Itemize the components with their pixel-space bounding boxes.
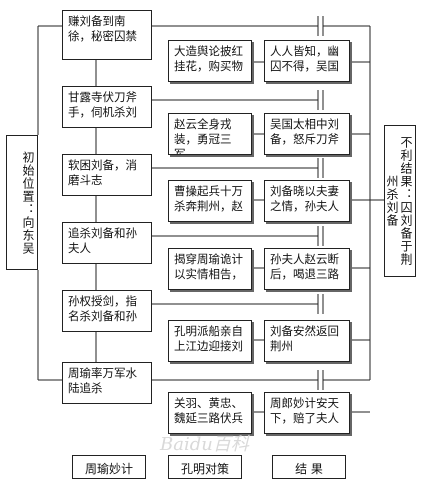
legend-result: 结 果 (272, 455, 346, 479)
kong-response-6: 关羽、黄忠、魏延三路伏兵 (168, 392, 252, 434)
unfavorable-result-box: 不利结果：囚刘备于荆州杀刘备 (384, 125, 416, 277)
kong-response-4: 揭穿周瑜诡计以实情相告， (168, 248, 252, 290)
result-4: 孙夫人赵云断后，喝退三路 (264, 248, 350, 290)
zhou-step-4: 追杀刘备和孙夫人 (62, 222, 152, 264)
legend-kong-strategy: 孔明对策 (168, 455, 242, 479)
kong-response-1: 大造舆论披红挂花，购买物 (168, 40, 252, 82)
result-2: 吴国太相中刘备，怒斥刀斧 (264, 113, 350, 155)
result-1: 人人皆知，幽囚不得，吴国 (264, 40, 350, 82)
result-3: 刘备晓以夫妻之情，孙夫人 (264, 180, 350, 222)
zhou-step-3: 软困刘备，消磨斗志 (62, 154, 152, 196)
zhou-step-6: 周瑜率万军水陆追杀 (62, 362, 152, 404)
initial-position-box: 初始位置：向东吴 (6, 135, 38, 270)
result-6: 周郎妙计安天下，赔了夫人 (264, 392, 350, 434)
kong-response-3: 曹操起兵十万杀奔荆州，赵 (168, 180, 252, 222)
kong-response-5: 孔明派船亲自上江边迎接刘 (168, 320, 252, 362)
zhou-step-5: 孙权授剑，指名杀刘备和孙 (62, 290, 152, 332)
zhou-step-2: 甘露寺伏刀斧手，伺机杀刘 (62, 86, 152, 128)
legend-zhou-plan: 周瑜妙计 (72, 455, 146, 479)
kong-response-2: 赵云全身戎装，勇冠三军， (168, 113, 252, 155)
zhou-step-1: 赚刘备到南徐，秘密囚禁 (62, 10, 152, 60)
result-5: 刘备安然返回荆州 (264, 320, 350, 362)
watermark: Baidu百科 (160, 434, 249, 455)
